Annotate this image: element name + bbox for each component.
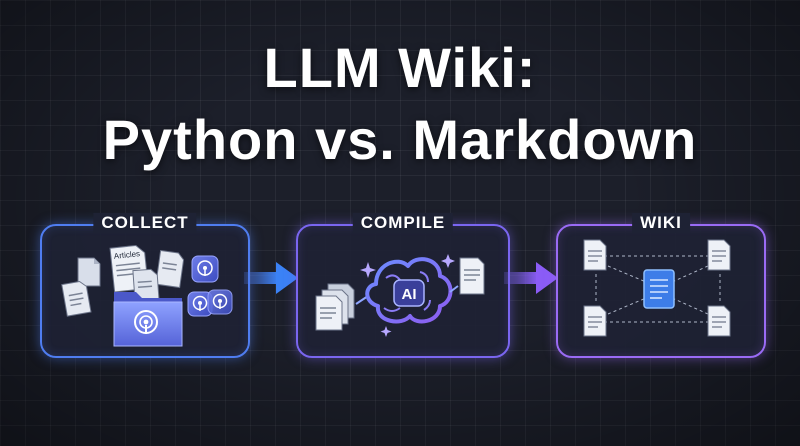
documents-and-podcasts-icon: Articles: [61, 244, 233, 347]
compile-stage-label: COMPILE: [352, 213, 454, 233]
collect-stage-label: COLLECT: [93, 213, 197, 233]
document-icon: [132, 268, 160, 304]
document-icon: [707, 305, 731, 337]
document-icon: [583, 305, 607, 337]
document-icon: [459, 257, 485, 295]
document-icon: [707, 239, 731, 271]
document-icon: [61, 280, 92, 317]
brain-icon: AI: [365, 257, 453, 324]
central-document-icon: [643, 269, 675, 309]
wiki-stage: WIKI: [556, 213, 766, 358]
document-icon: [77, 257, 101, 287]
document-stack-icon: [315, 283, 355, 331]
link-lines: [595, 255, 721, 323]
ai-label: AI: [402, 286, 417, 303]
sparkle-icon: [360, 254, 455, 337]
folder-icon: [113, 292, 183, 347]
compile-stage: COMPILE AI: [296, 213, 510, 358]
articles-label: Articles: [113, 249, 140, 261]
wiki-stage-label: WIKI: [632, 213, 690, 233]
page-title-line-2: Python vs. Markdown: [102, 108, 698, 171]
linked-documents-icon: [583, 239, 731, 337]
podcast-icon: [207, 289, 233, 315]
ai-brain-icon: AI: [315, 254, 485, 337]
document-icon: [155, 249, 185, 289]
output-arrow-icon: [449, 285, 459, 293]
collect-stage: COLLECT Articles: [40, 213, 250, 358]
podcast-icon: [187, 291, 213, 317]
flow-arrow-icon: [504, 262, 558, 294]
page-title-line-1: LLM Wiki:: [263, 36, 537, 99]
flow-arrow-icon: [244, 262, 298, 294]
podcast-icon: [191, 255, 219, 283]
document-icon: [583, 239, 607, 271]
